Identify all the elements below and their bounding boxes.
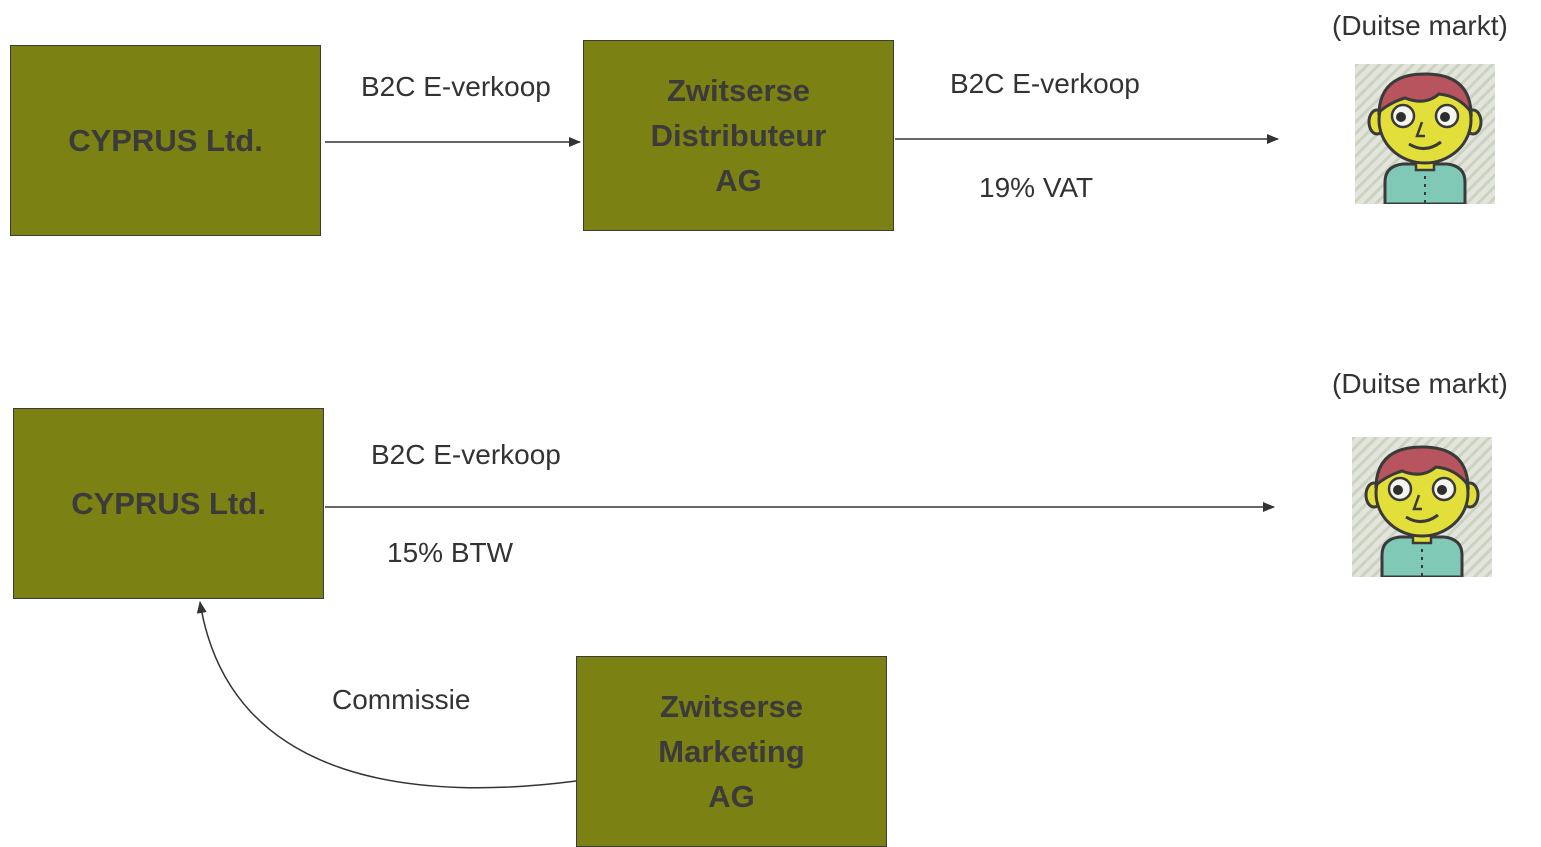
top-arrow2-label-bottom: 19% VAT: [979, 172, 1094, 203]
box-label: CYPRUS Ltd.: [71, 486, 266, 521]
commission-label: Commissie: [332, 684, 471, 715]
box-label-line1: Zwitserse: [666, 73, 810, 108]
box-label-line3: AG: [708, 779, 755, 814]
top-distributor-box: Zwitserse Distributeur AG: [583, 40, 894, 231]
bottom-market-label: (Duitse markt): [1332, 368, 1508, 399]
bottom-marketing-box: Zwitserse Marketing AG: [576, 656, 887, 847]
box-label: CYPRUS Ltd.: [68, 123, 263, 158]
box-label-line1: Zwitserse: [659, 689, 803, 724]
box-label-line2: Distributeur: [650, 118, 827, 153]
bottom-arrow-label-top: B2C E-verkoop: [371, 439, 561, 470]
customer-avatar-icon: [1352, 437, 1492, 579]
box-label-line2: Marketing: [658, 734, 805, 769]
bottom-arrow-label-bottom: 15% BTW: [387, 537, 514, 568]
box-label-line3: AG: [715, 163, 762, 198]
commission-arrow: [196, 601, 577, 789]
top-arrow2-label-top: B2C E-verkoop: [950, 68, 1140, 99]
top-market-label: (Duitse markt): [1332, 10, 1508, 41]
top-cyprus-box: CYPRUS Ltd.: [10, 45, 321, 236]
top-arrow1-label: B2C E-verkoop: [361, 71, 551, 102]
customer-avatar-icon: [1355, 64, 1495, 206]
bottom-cyprus-box: CYPRUS Ltd.: [13, 408, 324, 599]
